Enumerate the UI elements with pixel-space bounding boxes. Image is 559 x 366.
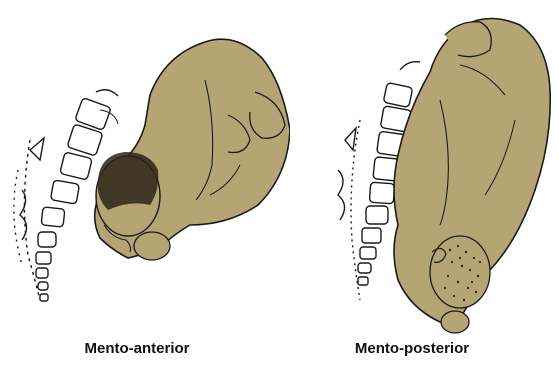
mento-posterior-illustration [290, 0, 559, 335]
caption-mento-posterior: Mento-posterior [312, 340, 512, 357]
mento-anterior-illustration [0, 0, 290, 335]
caption-mento-anterior: Mento-anterior [37, 340, 237, 357]
fetus-posterior [394, 19, 550, 334]
fetus-anterior [95, 39, 290, 260]
